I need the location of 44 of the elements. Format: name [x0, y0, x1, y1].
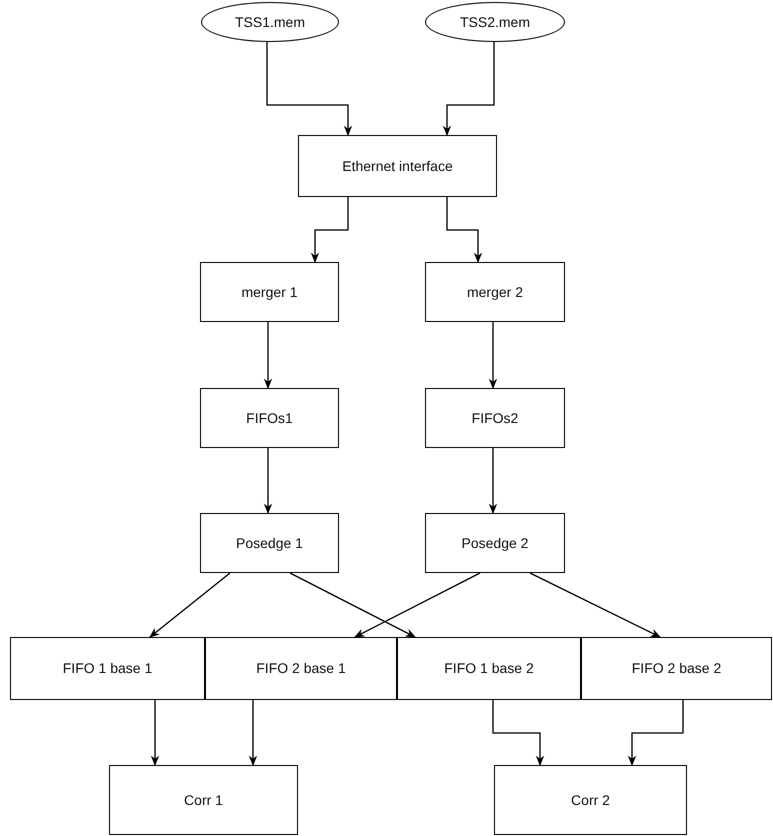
process-box [205, 637, 397, 700]
arrow [290, 572, 416, 638]
node-label: Posedge 2 [462, 534, 528, 553]
process-box [10, 637, 205, 700]
node-label: merger 1 [241, 282, 298, 302]
process-box [200, 388, 339, 448]
arrow [264, 322, 272, 390]
arrow [266, 42, 352, 136]
arrow [530, 572, 661, 638]
node-label: TSS1.mem [234, 12, 305, 32]
arrow [492, 700, 544, 766]
arrow [442, 42, 495, 136]
node-label: Corr 2 [571, 790, 610, 810]
arrow [248, 700, 258, 766]
node-label: FIFO 2 base 1 [256, 659, 346, 678]
node-label: FIFO 2 base 2 [632, 659, 722, 678]
process-box [109, 765, 298, 835]
arrow [446, 197, 482, 264]
process-box [397, 637, 581, 700]
node-label: Ethernet interface [342, 156, 453, 176]
arrow [488, 448, 498, 514]
node-label: Corr 1 [184, 790, 223, 810]
arrow [310, 197, 349, 264]
arrow [488, 322, 498, 390]
process-box [298, 135, 497, 197]
process-box [425, 513, 565, 573]
arrow [628, 700, 684, 766]
node-label: FIFOs1 [246, 408, 293, 428]
process-box [200, 262, 339, 322]
process-box [494, 765, 687, 835]
arrow [264, 448, 272, 514]
process-box [425, 388, 565, 448]
node-label: TSS2.mem [460, 12, 530, 32]
node-label: FIFO 1 base 2 [444, 659, 534, 678]
arrow [149, 572, 230, 638]
process-box [581, 637, 772, 700]
node-label: FIFO 1 base 1 [62, 659, 152, 678]
node-label: merger 2 [466, 282, 524, 302]
process-box [200, 513, 339, 573]
node-label: Posedge 1 [236, 534, 303, 553]
arrow [354, 572, 480, 638]
process-box [425, 262, 565, 322]
node-label: FIFOs2 [472, 408, 518, 428]
arrow [150, 700, 160, 766]
